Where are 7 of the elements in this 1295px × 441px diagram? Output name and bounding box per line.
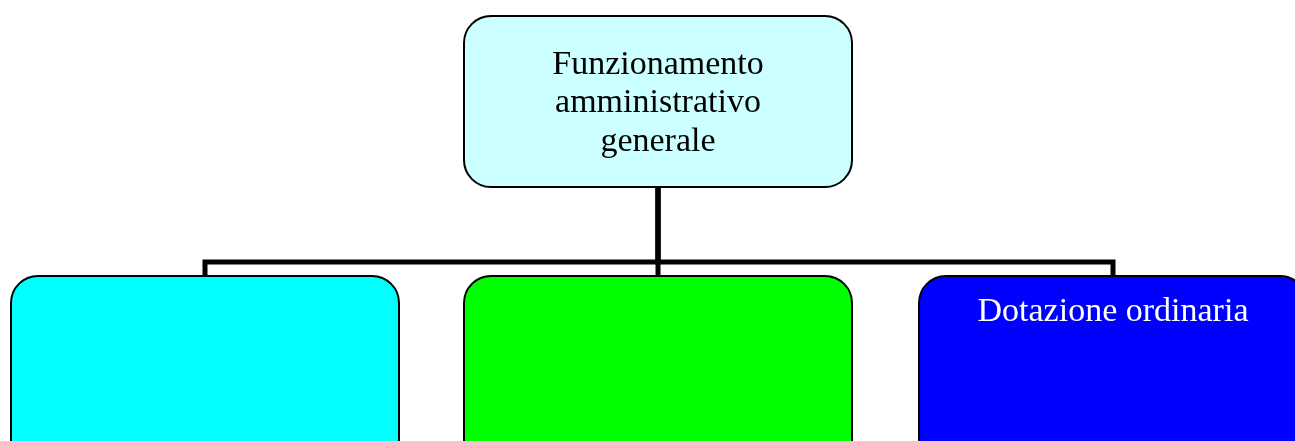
connector-line xyxy=(655,188,1116,275)
empty-box xyxy=(10,275,400,441)
empty-box xyxy=(463,275,853,441)
text-box xyxy=(918,275,1295,441)
text-box xyxy=(463,15,853,188)
box-label: Dotazione ordinaria xyxy=(977,291,1249,330)
box-label: Funzionamento amministrativo generale xyxy=(551,43,765,160)
